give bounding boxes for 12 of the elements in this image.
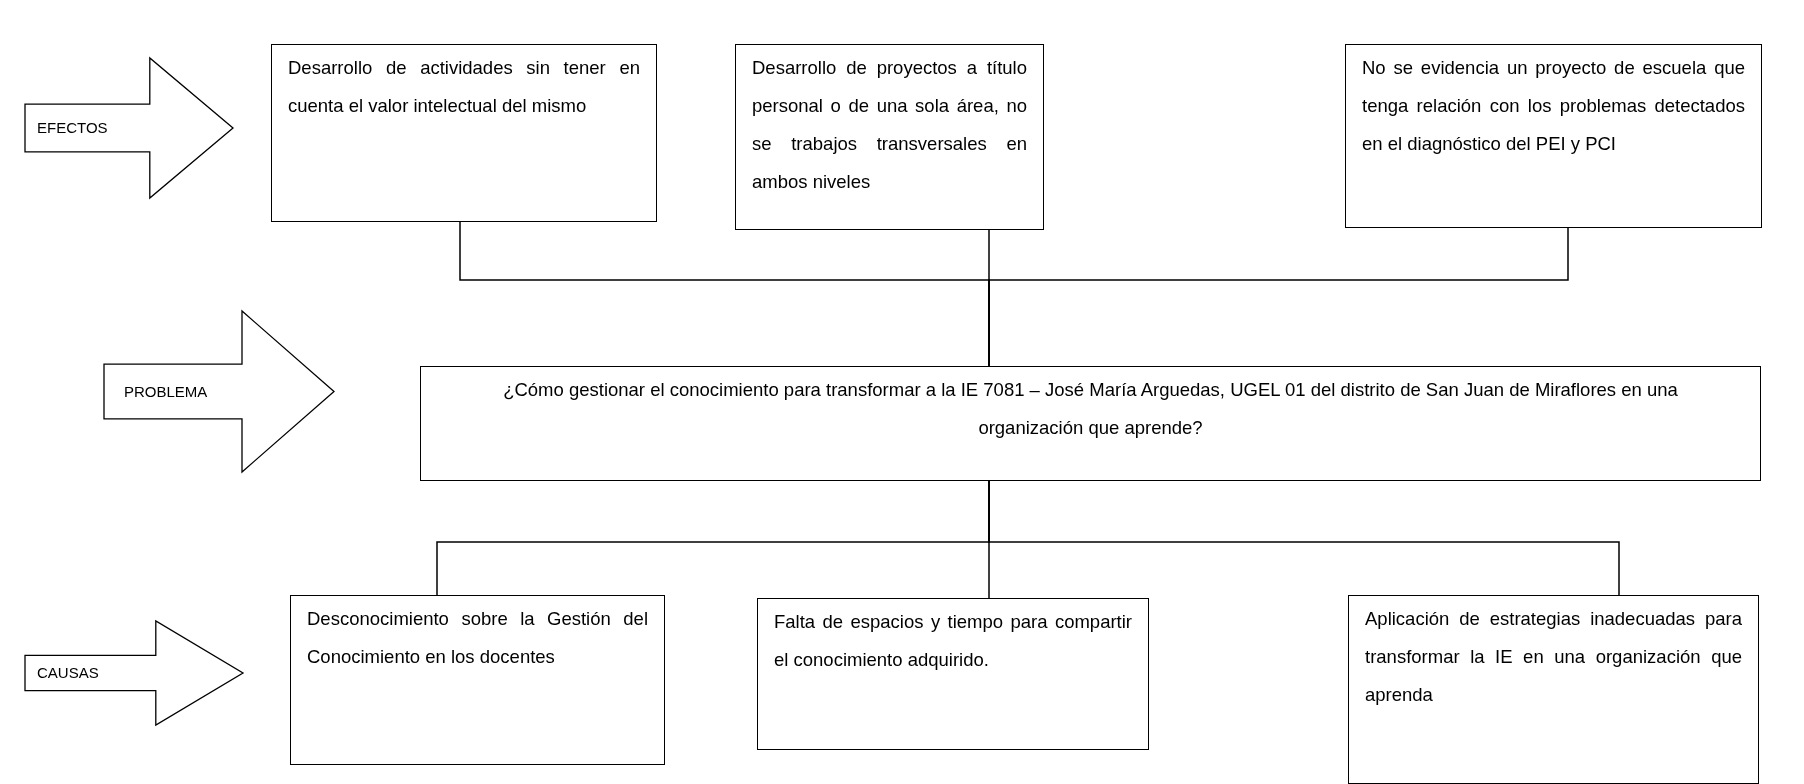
text-box: Aplicación de estrategias inadecuadas para transformar la IE en una organización que aprenda: [1348, 595, 1759, 784]
arrow-label: CAUSAS: [37, 664, 99, 682]
text-box: Falta de espacios y tiempo para compartir el conocimiento adquirido.: [757, 598, 1149, 750]
text-box: No se evidencia un proyecto de escuela que tenga relación con los problemas detectados en el diagnóstico del PEI y PCI: [1345, 44, 1762, 228]
connector-line: [988, 227, 1569, 367]
text-box: ¿Cómo gestionar el conocimiento para transformar a la IE 7081 – José María Arguedas, UGEL 01 del distrito de San Juan de Miraflores en una organización que aprende?: [420, 366, 1761, 481]
arrow-label: PROBLEMA: [124, 382, 208, 401]
text-box: Desconocimiento sobre la Gestión del Conocimiento en los docentes: [290, 595, 665, 765]
connector-line: [988, 480, 1620, 596]
arrow-label: EFECTOS: [37, 119, 108, 137]
text-box: Desarrollo de proyectos a título personal o de una sola área, no se trabajos transversales en ambos niveles: [735, 44, 1044, 230]
text-box: Desarrollo de actividades sin tener en cuenta el valor intelectual del mismo: [271, 44, 657, 222]
